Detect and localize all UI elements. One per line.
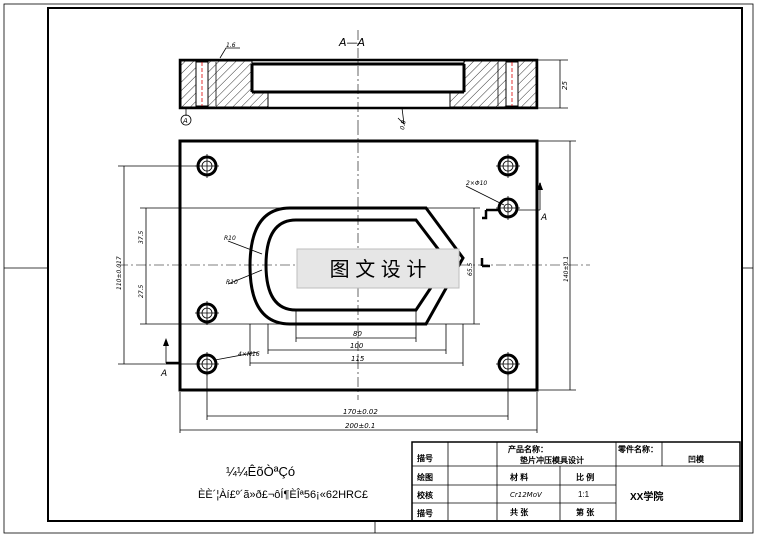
tb-sheet-label: 第 张 [576, 507, 595, 517]
notes-title: ¼¼ÊõÒªÇó [226, 464, 295, 479]
dim-200: 200±0.1 [345, 422, 375, 430]
dim-right-outer: 140±0.1 [563, 256, 570, 282]
section-label: A—A [338, 36, 365, 49]
r10-bottom: R10 [226, 279, 238, 286]
hole-callout: 2×Φ10 [466, 180, 487, 187]
dim-left-outer: 110±0.017 [116, 256, 123, 290]
datum-label: A [182, 117, 188, 125]
tb-scale-value: 1:1 [578, 490, 590, 499]
tb-school: XX学院 [630, 490, 663, 503]
section-cut-mark-top [482, 210, 488, 220]
arrow-a-right: A [540, 213, 547, 223]
r10-top: R10 [224, 235, 236, 242]
pin-hole-right [496, 196, 520, 220]
tb-r1-c1: 描号 [417, 453, 433, 463]
tb-r3-c1: 校核 [417, 490, 433, 500]
roughness-symbol-side [397, 107, 405, 126]
watermark-box [296, 248, 460, 289]
holes-4-callout: 4×M16 [238, 351, 260, 358]
dim-37-5: 37.5 [138, 230, 145, 244]
title-block: 描号 产品名称： 垫片冲压模具设计 零件名称： 凹模 绘图 材 料 比 例 校核… [411, 441, 741, 522]
outer-sheet-border [3, 3, 754, 534]
tb-material-value: Cr12MoV [510, 491, 543, 499]
section-view [178, 58, 539, 110]
notes-body: ÈÈ´¦Àí£º´ã»ð£¬ôÍ¶ÈÎª56¡«62HRC£ [198, 488, 368, 501]
dim-170: 170±0.02 [343, 408, 378, 416]
tb-part-value: 凹模 [688, 454, 705, 464]
section-outline [178, 58, 539, 110]
dim-27-5: 27.5 [138, 284, 145, 298]
dim-115: 115 [351, 355, 365, 363]
mount-hole-tr [496, 154, 520, 178]
tb-r2-c1: 绘图 [417, 472, 433, 482]
tb-r4-c1: 描号 [417, 508, 433, 518]
tb-product-name: 产品名称： [508, 444, 548, 454]
mount-hole-ml [195, 301, 219, 325]
dim-thickness: 25 [561, 81, 569, 90]
roughness-side: 0.8 [399, 120, 408, 131]
tb-scale-label: 比 例 [576, 472, 594, 482]
tb-material-label: 材 料 [510, 472, 528, 482]
dim-100: 100 [350, 342, 364, 350]
inner-drawing-frame [47, 7, 743, 522]
roughness-symbol-top [219, 47, 240, 59]
tb-total-label: 共 张 [510, 507, 529, 517]
tb-product-value: 垫片冲压模具设计 [520, 455, 584, 465]
tb-part-name: 零件名称： [617, 444, 658, 454]
datum-circle [180, 114, 192, 126]
watermark-text: 图 文 设 计 [330, 258, 427, 281]
arrow-a-left: A [160, 369, 167, 379]
roughness-top: 1.6 [226, 42, 236, 49]
plate-outline [178, 139, 539, 392]
dim-80: 80 [353, 330, 362, 338]
hatch-left [180, 60, 269, 108]
dim-65-5: 65.5 [467, 262, 474, 276]
